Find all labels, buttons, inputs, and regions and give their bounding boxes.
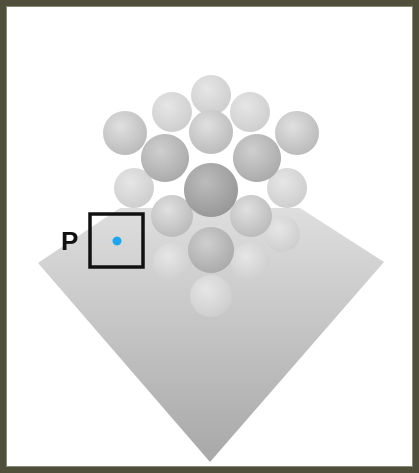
sphere-layer-middle <box>141 110 281 273</box>
sphere <box>189 110 233 154</box>
sphere-layer-back <box>103 75 319 317</box>
sphere <box>188 227 234 273</box>
sphere <box>275 111 319 155</box>
sphere <box>267 168 307 208</box>
center-sphere <box>184 163 238 217</box>
sphere <box>141 134 189 182</box>
point-label: P <box>61 226 79 256</box>
sphere <box>230 92 270 132</box>
sphere <box>190 275 232 317</box>
sphere <box>231 243 269 281</box>
point-marker-box <box>88 212 145 269</box>
sphere <box>233 134 281 182</box>
sphere <box>151 195 193 237</box>
sphere <box>264 216 300 252</box>
sphere <box>191 75 231 115</box>
point-p-dot <box>112 236 122 246</box>
sphere <box>153 243 191 281</box>
sphere <box>152 92 192 132</box>
sphere <box>103 111 147 155</box>
triangular-plane <box>38 208 384 462</box>
sphere <box>114 168 154 208</box>
sphere <box>230 195 272 237</box>
